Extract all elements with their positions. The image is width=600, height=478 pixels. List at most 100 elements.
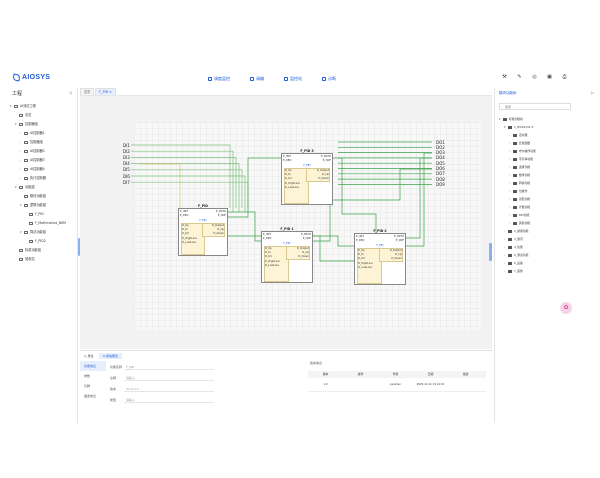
event-port[interactable]: E_INITO	[300, 233, 311, 236]
input-signal[interactable]: DI6	[123, 173, 130, 179]
wire[interactable]	[406, 152, 432, 247]
event-port[interactable]: E_CNF	[395, 239, 404, 242]
event-port[interactable]: E_INITO	[215, 210, 226, 213]
output-signal[interactable]: DO2	[436, 144, 445, 150]
wire[interactable]	[131, 169, 243, 208]
tree-item[interactable]: ›5_测试功能	[499, 251, 599, 259]
wire[interactable]	[140, 163, 181, 224]
function-name-field[interactable]: F_PID	[124, 364, 214, 370]
output-signal[interactable]: DO3	[436, 150, 445, 156]
chevron-icon[interactable]: ›	[509, 173, 511, 177]
comment-field[interactable]: 请输入	[124, 375, 214, 381]
tree-item[interactable]: ›3_通讯	[499, 235, 599, 243]
data-output-port[interactable]: D_Output	[389, 249, 402, 252]
data-input-port[interactable]: D_Kd	[358, 257, 365, 261]
chevron-icon[interactable]: ›	[509, 205, 511, 209]
data-input-port[interactable]: D_Ki	[182, 228, 188, 232]
data-output-port[interactable]: D_Down	[298, 255, 309, 259]
wire[interactable]	[131, 163, 240, 212]
chevron-icon[interactable]: ›	[509, 221, 511, 225]
data-input-port[interactable]: D_HighLine	[265, 259, 280, 263]
wire[interactable]	[333, 157, 377, 239]
target-icon[interactable]: ◎	[532, 74, 537, 80]
data-input-port[interactable]: D_Kp	[182, 224, 189, 227]
wire[interactable]	[131, 150, 234, 212]
chevron-icon[interactable]: ›	[504, 253, 506, 257]
chevron-icon[interactable]: ›	[509, 149, 511, 153]
tree-item[interactable]: ›布尔操作功能	[499, 147, 599, 155]
event-port[interactable]: E_INITO	[393, 235, 404, 238]
chevron-icon[interactable]: ›	[509, 213, 511, 217]
data-output-port[interactable]: D_Up	[302, 251, 309, 255]
nav-item-diagnose[interactable]: 诊断	[322, 76, 336, 82]
tab-f-pid[interactable]: F_PID ×	[95, 88, 116, 95]
tree-item[interactable]: ›位操作	[499, 187, 599, 195]
event-port[interactable]: E_INIT	[356, 235, 364, 238]
data-input-port[interactable]: D_HighLine	[285, 181, 300, 185]
assistant-float-button[interactable]: ✿	[560, 302, 572, 314]
tree-item[interactable]: F_PID2	[10, 237, 76, 246]
data-input-port[interactable]: D_Ki	[285, 173, 291, 177]
data-input-port[interactable]: D_LowLine	[285, 185, 299, 189]
wire[interactable]	[228, 157, 283, 218]
chevron-icon[interactable]: ▾	[499, 117, 501, 121]
chevron-icon[interactable]: ›	[504, 269, 506, 273]
data-output-port[interactable]: D_Output	[316, 169, 329, 172]
type-field[interactable]: 请输入	[124, 397, 214, 403]
version-field[interactable]: V1.0.0.0	[124, 386, 214, 392]
data-input-port[interactable]: D_LowLine	[358, 265, 372, 269]
print-icon[interactable]: ⎙	[562, 74, 567, 80]
data-input-port[interactable]: D_LowLine	[265, 263, 279, 267]
tree-item[interactable]: ›AI控制器1	[10, 129, 76, 138]
output-signal[interactable]: DO4	[436, 155, 445, 161]
chevron-icon[interactable]: ›	[504, 245, 506, 249]
input-signal[interactable]: DI4	[123, 161, 130, 167]
nav-item-edit[interactable]: 调编	[250, 76, 264, 82]
tree-item[interactable]: ›7_其他	[499, 267, 599, 275]
side-item-description[interactable]: 描述信息	[84, 394, 97, 398]
chevron-icon[interactable]: ▾	[15, 185, 17, 189]
wire[interactable]	[406, 157, 432, 239]
tree-item[interactable]: ›4_功能	[499, 243, 599, 251]
collapse-left-icon[interactable]: ◁	[69, 90, 73, 95]
event-port[interactable]: E_CNF	[302, 237, 311, 240]
tree-item[interactable]: ›字符串功能	[499, 155, 599, 163]
tree-item[interactable]: ›数学功能	[499, 171, 599, 179]
chevron-icon[interactable]: ›	[509, 197, 511, 201]
chevron-icon[interactable]: ›	[509, 141, 511, 145]
tree-item[interactable]: ▾1_IEC61131-3	[499, 123, 599, 131]
data-output-port[interactable]: D_Down	[391, 257, 402, 261]
output-signal[interactable]: DO8	[436, 176, 445, 182]
side-item-info[interactable]: 功能信息	[80, 361, 106, 371]
right-resize-handle[interactable]	[489, 243, 492, 261]
collapse-right-icon[interactable]: ▷	[591, 90, 595, 95]
left-resize-handle[interactable]	[78, 238, 80, 256]
event-port[interactable]: E_REQ	[283, 159, 292, 162]
tree-item[interactable]: ›6_设备	[499, 259, 599, 267]
side-item-pins[interactable]: 引脚	[84, 384, 91, 388]
tree-item[interactable]: ›选择功能	[499, 163, 599, 171]
chevron-icon[interactable]: ›	[20, 149, 22, 153]
chevron-icon[interactable]: ›	[504, 229, 506, 233]
tree-item[interactable]: ▾控制器组	[10, 120, 76, 129]
nav-item-station[interactable]: 监控站	[284, 76, 302, 82]
data-output-port[interactable]: D_Up	[322, 173, 329, 177]
event-port[interactable]: E_REQ	[263, 237, 272, 240]
tree-item[interactable]: ›PID功能	[499, 211, 599, 219]
tools-icon[interactable]: ⚒	[502, 74, 507, 80]
chevron-icon[interactable]: ▾	[10, 104, 12, 108]
nav-item-monitor[interactable]: 调度监控	[208, 76, 230, 82]
chevron-icon[interactable]: ▾	[15, 122, 17, 126]
tree-item[interactable]: ›执行控制器	[10, 174, 76, 183]
output-signal[interactable]: DO7	[436, 171, 445, 177]
data-input-port[interactable]: D_LowLine	[182, 240, 196, 244]
tree-item[interactable]: F_PID	[10, 210, 76, 219]
data-input-port[interactable]: D_Kd	[182, 232, 189, 236]
wire[interactable]	[131, 175, 246, 212]
data-output-port[interactable]: D_Up	[217, 228, 224, 232]
input-signal[interactable]: DI3	[123, 154, 130, 160]
